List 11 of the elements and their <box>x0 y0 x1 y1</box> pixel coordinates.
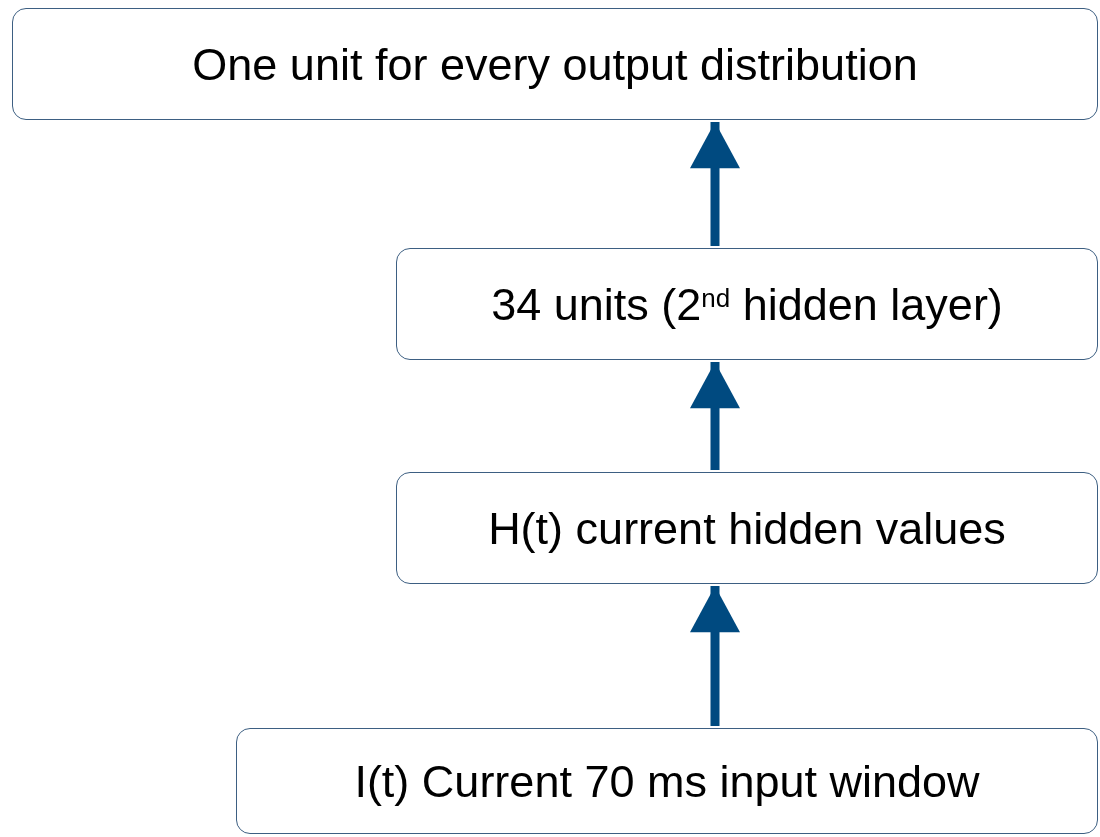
process-box <box>236 728 1098 834</box>
process-box <box>12 8 1098 120</box>
arrow <box>690 586 740 726</box>
process-box <box>396 248 1098 360</box>
arrow <box>690 122 740 246</box>
arrow <box>690 362 740 470</box>
process-box <box>396 472 1098 584</box>
box-label: 34 units (2$^{nd}$ hidden layer) <box>491 281 1003 327</box>
box-label: H(t) current hidden values <box>488 505 1006 551</box>
box-label: I(t) Current 70 ms input window <box>354 758 980 804</box>
box-label: One unit for every output distribution <box>192 41 918 87</box>
